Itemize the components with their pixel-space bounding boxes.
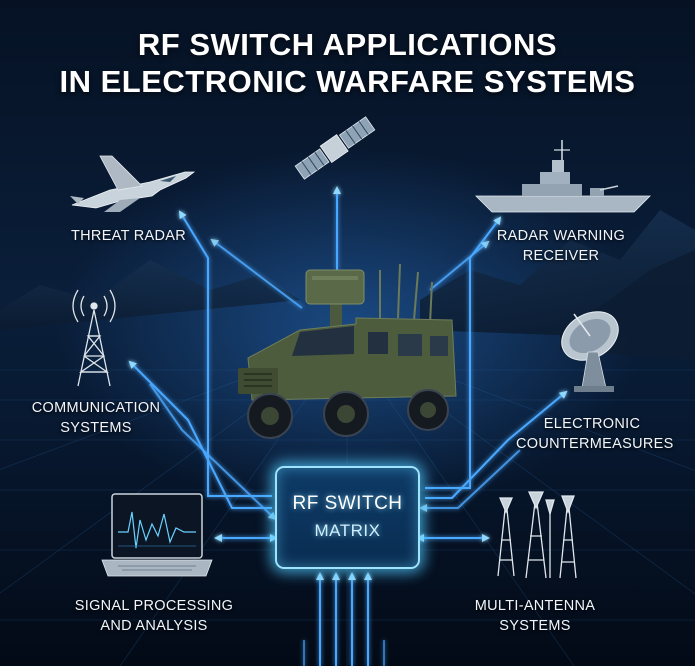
arrow-to-threat-radar — [178, 210, 272, 497]
arrow-to-ecm — [425, 390, 568, 499]
arrow-comm-return — [149, 383, 277, 521]
laptop-icon — [101, 493, 213, 577]
label-threat-radar: THREAT RADAR — [71, 228, 187, 244]
label-multi-antenna: MULTI-ANTENNA SYSTEMS — [474, 598, 596, 634]
matrix-label: MATRIX — [314, 521, 381, 540]
satellite-dish-icon — [561, 311, 619, 392]
arrow-vehicle-to-right — [429, 240, 490, 291]
arrow-ecm-return — [419, 449, 521, 512]
arrow-vehicle-to-left — [210, 238, 303, 309]
military-vehicle-icon — [238, 263, 457, 439]
rf-switch-matrix-box: RF SWITCH MATRIX — [275, 466, 420, 569]
title-line-1: RF SWITCH APPLICATIONS — [137, 27, 558, 62]
arrow-to-communication — [128, 360, 272, 509]
fighter-jet-icon — [70, 155, 196, 212]
rf-switch-label: RF SWITCH — [292, 493, 403, 514]
title-line-2: IN ELECTRONIC WARFARE SYSTEMS — [59, 64, 636, 99]
label-electronic-countermeasures: ELECTRONIC COUNTERMEASURES — [516, 416, 674, 452]
warship-icon — [475, 140, 651, 213]
arrow-to-radar-warning — [425, 216, 502, 489]
label-radar-warning-receiver: RADAR WARNING RECEIVER — [496, 228, 626, 264]
label-signal-processing: SIGNAL PROCESSING AND ANALYSIS — [74, 598, 234, 634]
radio-tower-icon — [72, 289, 116, 387]
satellite-icon — [294, 116, 376, 180]
label-communication-systems: COMMUNICATION SYSTEMS — [31, 400, 161, 436]
antenna-array-icon — [497, 491, 577, 579]
connection-lines — [128, 186, 568, 666]
